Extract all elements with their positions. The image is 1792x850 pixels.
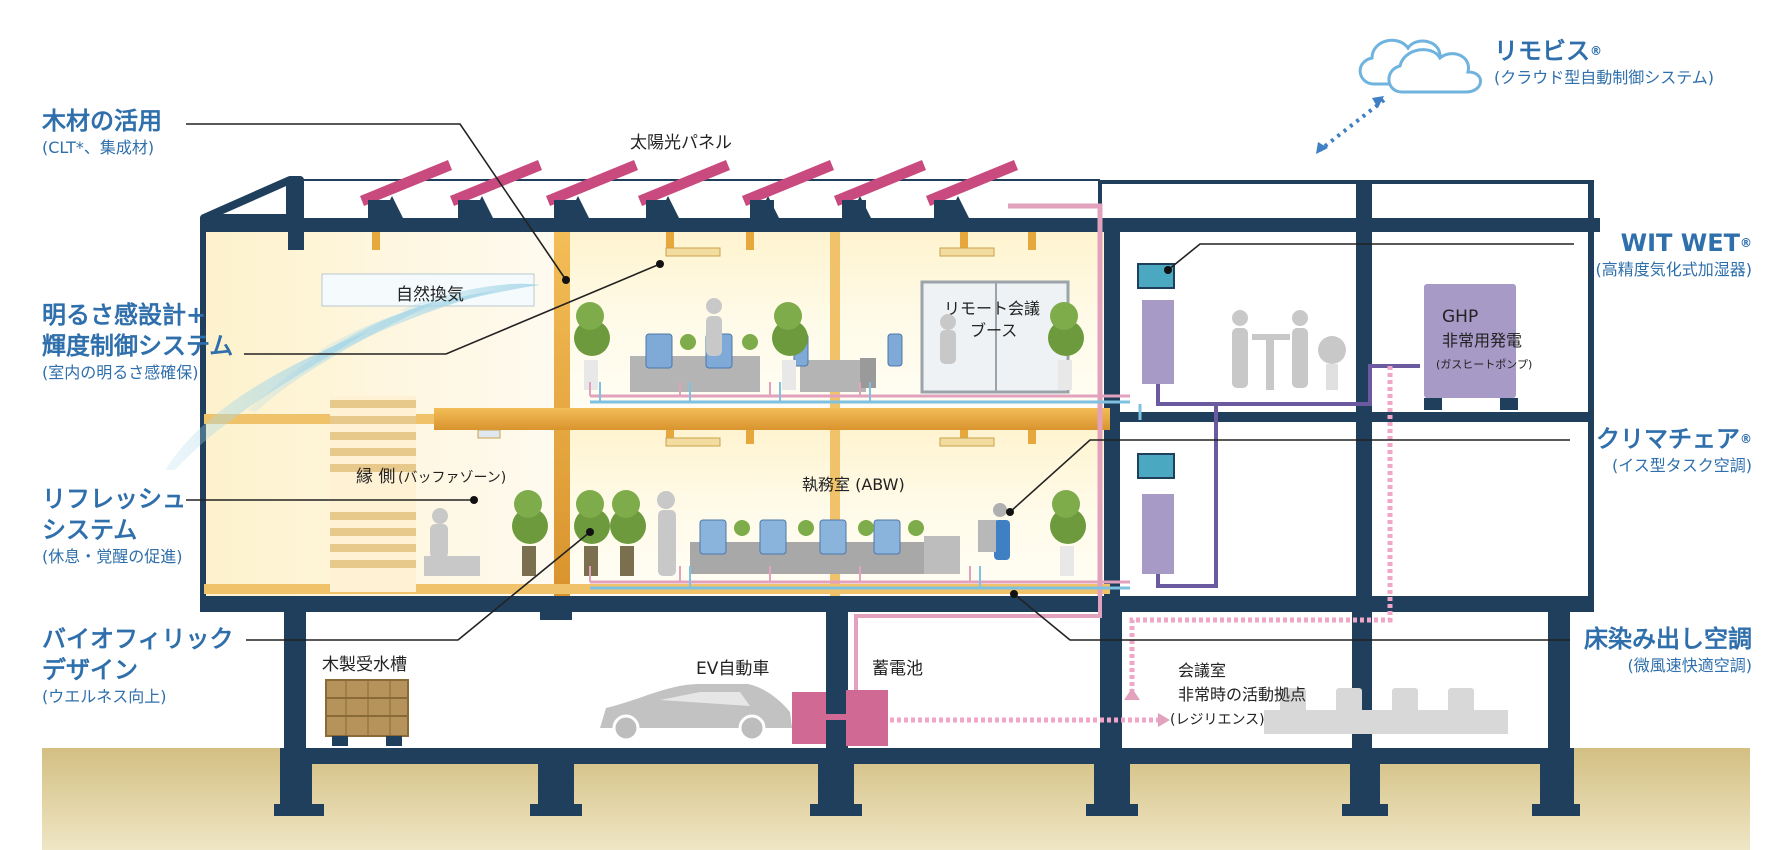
solar-panel [638,160,730,220]
callout-klimachair-sub: (イス型タスク空調) [1611,456,1752,475]
callout-biophilic-title-2: デザイン [42,656,138,684]
callout-refresh: リフレッシュ システム (休息・覚醒の促進) [42,484,186,568]
meeting-furniture [1264,688,1508,734]
callout-brightness-title-2: 輝度制御システム [42,332,234,360]
callout-witwet-reg: ® [1740,236,1752,250]
callout-brightness: 明るさ感設計+ 輝度制御システム (室内の明るさ感確保) [42,300,233,384]
label-office: 執務室 (ABW) [802,475,905,494]
klimachair [978,503,1010,560]
callout-remobis-reg: ® [1590,44,1602,58]
callout-floor: 床染み出し空調 (微風速快適空調) [1584,624,1752,677]
callout-biophilic-title-1: バイオフィリック [42,625,234,653]
label-ventilation: 自然換気 [396,285,464,305]
callout-witwet: WIT WET® (高精度気化式加湿器) [1596,228,1753,281]
callout-remobis-sub: (クラウド型自動制御システム) [1494,68,1715,87]
label-tank: 木製受水槽 [322,655,407,675]
label-remote-1: リモート会議 [944,299,1040,318]
leader-lines [186,123,1574,641]
callout-floor-title: 床染み出し空調 [1584,625,1752,653]
wooden-water-tank [325,679,409,746]
solar-panel [450,160,542,220]
battery-units [792,690,888,746]
ground [42,748,1750,850]
callout-brightness-sub: (室内の明るさ感確保) [42,363,199,382]
callout-floor-sub: (微風速快適空調) [1627,656,1753,675]
wit-wet-units [1137,263,1175,574]
cloud-link-arrow-2 [1316,142,1328,154]
solar-panels [360,160,1018,220]
ev-car [600,684,792,742]
label-remote-2: ブース [970,321,1017,340]
pipe-arrows [1124,688,1170,727]
label-battery: 蓄電池 [872,659,923,679]
label-ghp-2: 非常用発電 [1442,331,1522,350]
people-figures [424,298,1308,576]
label-meeting-2: 非常時の活動拠点 [1178,685,1306,704]
callout-klimachair-reg: ® [1740,432,1752,446]
callout-biophilic-sub: (ウエルネス向上) [42,687,167,706]
callout-biophilic: バイオフィリック デザイン (ウエルネス向上) [42,624,234,708]
roof-slab [200,218,1600,232]
callout-witwet-sub: (高精度気化式加湿器) [1595,260,1753,279]
ghp-unit [1424,284,1518,410]
callout-wood-sub: (CLT*、集成材) [42,138,155,157]
callout-refresh-title-1: リフレッシュ [42,485,186,513]
label-engawa: 縁 側 [356,467,395,487]
callout-refresh-sub: (休息・覚醒の促進) [42,547,183,566]
structural-frame [200,180,1594,816]
solar-panel [834,160,926,220]
callout-klimachair-title: クリマチェア [1596,425,1740,453]
cloud-icon [1358,38,1482,94]
roof-parapet-right [1100,180,1594,184]
callout-refresh-title-2: システム [42,516,138,544]
callout-witwet-title: WIT WET [1620,229,1740,257]
leader-dots [470,260,1172,598]
label-ghp-3: (ガスヒートポンプ) [1436,358,1532,371]
roof-tower [1098,180,1102,220]
callout-wood: 木材の活用 (CLT*、集成材) [42,106,162,159]
cloud-link-arrow [1372,96,1384,108]
solar-panel [742,160,834,220]
floor-air-arrows [589,382,981,588]
wind-streams [165,283,540,470]
cloud-link [1318,98,1386,152]
callout-brightness-title-1: 明るさ感設計+ [42,301,207,329]
callout-klimachair: クリマチェア® (イス型タスク空調) [1596,424,1752,477]
plants [512,302,1346,576]
label-ghp-1: GHP [1442,307,1478,327]
solar-panel [360,160,452,220]
roof-gable [200,176,304,222]
lower-chairs [699,519,901,555]
solar-panel [546,160,638,220]
solar-panel [926,160,1018,220]
label-meeting-3: (レジリエンス) [1170,712,1265,728]
label-ev: EV自動車 [696,659,769,679]
engawa-stairs [330,396,416,592]
ceiling-lights [477,247,995,447]
label-buffer: (バッファゾーン) [398,470,506,486]
callout-remobis-title: リモビス [1494,37,1590,65]
label-meeting-1: 会議室 [1178,661,1226,680]
callout-remobis: リモビス® (クラウド型自動制御システム) [1494,36,1714,89]
label-solar: 太陽光パネル [630,133,732,153]
callout-wood-title: 木材の活用 [42,107,162,135]
